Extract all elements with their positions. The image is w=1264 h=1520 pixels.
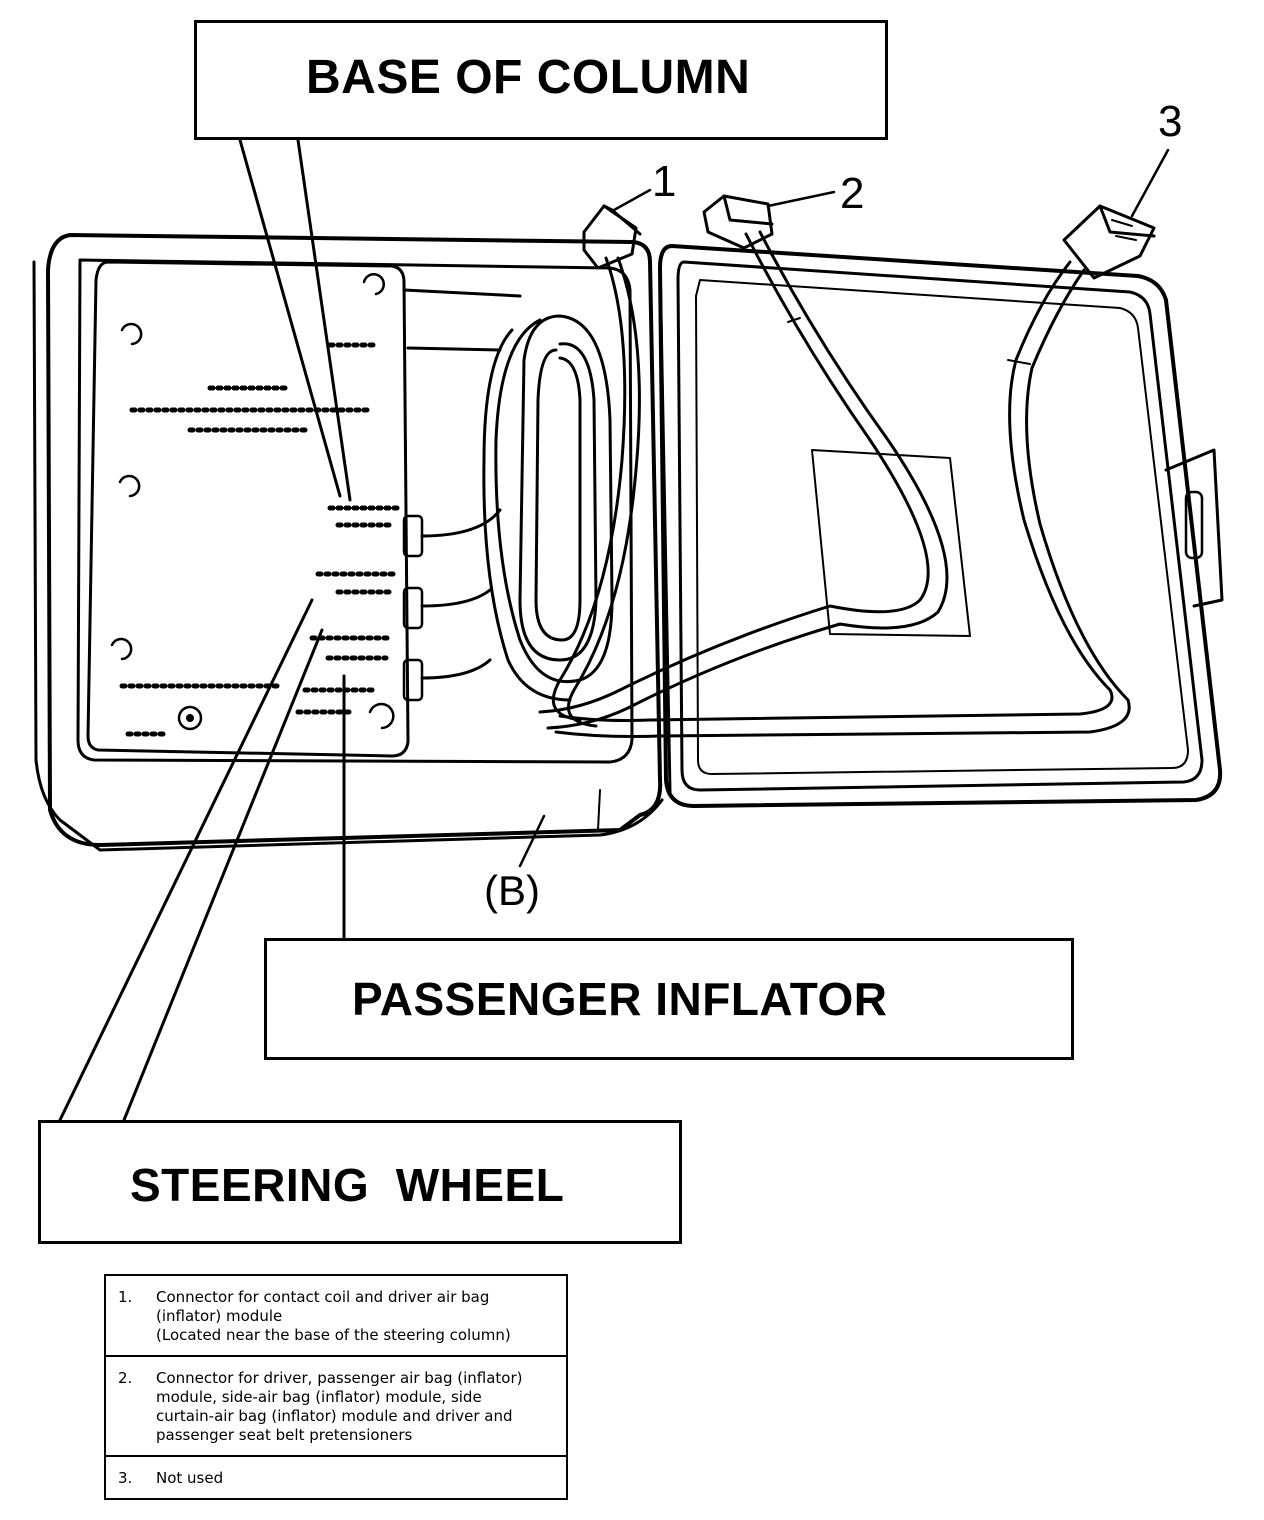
legend-number: 2. (118, 1369, 133, 1387)
connector-3-plug (1062, 204, 1156, 280)
tester-case-lid (658, 244, 1224, 808)
label-passenger-inflator: PASSENGER INFLATOR (352, 973, 888, 1025)
legend-row: 2. Connector for driver, passenger air b… (106, 1355, 566, 1455)
label-b: (B) (484, 867, 540, 914)
callout-steering-wheel (38, 1120, 682, 1244)
wire-harness (402, 230, 1131, 738)
connector-2-plug (702, 194, 774, 250)
legend-description: Connector for contact coil and driver ai… (156, 1288, 511, 1344)
callout-leaders (58, 138, 352, 1122)
legend-row: 1. Connector for contact coil and driver… (106, 1276, 566, 1355)
callout-passenger-inflator (264, 938, 1074, 1060)
tester-panel (86, 260, 424, 758)
callout-base-of-column (194, 20, 888, 140)
legend-number: 1. (118, 1288, 133, 1306)
legend-description: Not used (156, 1469, 224, 1487)
connector-number-2: 2 (840, 169, 865, 218)
tester-case-base (32, 233, 664, 852)
legend-row: 3. Not used (106, 1455, 566, 1498)
legend-description: Connector for driver, passenger air bag … (156, 1369, 523, 1444)
connector-1-plug (582, 204, 642, 270)
label-steering-wheel: STEERING WHEEL (130, 1159, 565, 1211)
legend-number: 3. (118, 1469, 133, 1487)
connector-number-3: 3 (1158, 97, 1183, 146)
legend-table: 1. Connector for contact coil and driver… (104, 1274, 568, 1500)
connector-number-1: 1 (652, 157, 677, 206)
label-base-of-column: BASE OF COLUMN (306, 51, 751, 104)
number-leaders (518, 148, 1170, 868)
